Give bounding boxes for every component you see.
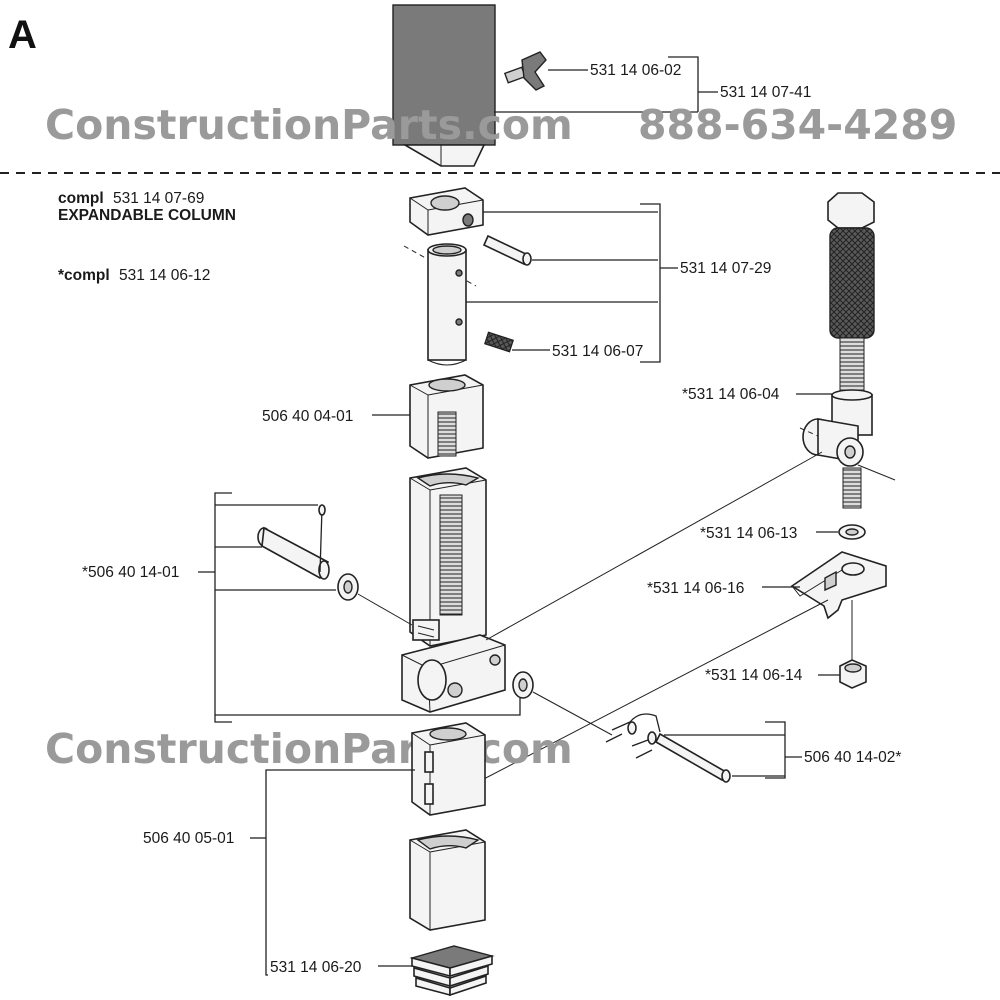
section-letter: A <box>8 13 37 57</box>
compl-number-1: 531 14 07-69 <box>113 190 204 207</box>
wing-knob-part <box>503 51 547 91</box>
assembly-title-1: compl 531 14 07-69 <box>58 190 204 207</box>
washer-small-part <box>838 524 866 540</box>
leaders-top <box>494 56 718 113</box>
washer-left-part <box>337 573 359 601</box>
pin-part <box>482 234 532 266</box>
label-531-14-06-13: *531 14 06-13 <box>700 525 797 542</box>
lower-sleeve-part <box>411 722 486 816</box>
clevis-pin-part <box>257 526 330 580</box>
long-pin-part <box>654 732 731 783</box>
hex-nut-part <box>839 659 867 689</box>
fork-bracket-part <box>790 551 887 620</box>
collar-block-part <box>409 187 484 236</box>
label-506-40-05-01: 506 40 05-01 <box>143 830 234 847</box>
assembly-name-expandable-column: EXPANDABLE COLUMN <box>58 207 236 224</box>
label-531-14-06-07: 531 14 06-07 <box>552 343 643 360</box>
label-531-14-06-04: *531 14 06-04 <box>682 386 780 403</box>
compl-prefix-2: *compl <box>58 267 110 284</box>
leaders-506-40-05-01 <box>250 769 415 976</box>
leaders-531-14-07-29 <box>466 203 678 363</box>
label-506-40-14-01: *506 40 14-01 <box>82 564 179 581</box>
spring-part <box>484 331 514 353</box>
label-531-14-06-16: *531 14 06-16 <box>647 580 744 597</box>
end-cap-part <box>409 945 495 997</box>
compl-prefix-1: compl <box>58 190 104 207</box>
watermark-site-top: ConstructionParts.com <box>45 101 573 149</box>
spring-clip-part <box>605 713 661 759</box>
label-531-14-07-41: 531 14 07-41 <box>720 84 811 101</box>
top-column-tube <box>392 4 496 167</box>
leaders-506-40-14-02 <box>664 721 802 779</box>
label-506-40-04-01: 506 40 04-01 <box>262 408 353 425</box>
assembly-title-2: *compl 531 14 06-12 <box>58 267 210 284</box>
screw-jack-part <box>802 192 875 509</box>
label-531-14-06-20: 531 14 06-20 <box>270 959 362 976</box>
washer-right-part <box>512 671 534 699</box>
compl-number-2: 531 14 06-12 <box>119 267 210 284</box>
main-column-body <box>401 467 506 713</box>
cotter-pin-part <box>318 504 326 573</box>
label-531-14-07-29: 531 14 07-29 <box>680 260 771 277</box>
threaded-nut-block-part <box>409 374 484 459</box>
label-531-14-06-14: *531 14 06-14 <box>705 667 803 684</box>
leaders-506-40-14-01 <box>198 492 521 723</box>
lower-tube-part <box>409 829 486 931</box>
label-506-40-14-02: 506 40 14-02* <box>804 749 901 766</box>
inner-tube-part <box>427 243 467 366</box>
watermark-site-bottom: ConstructionParts.com <box>45 725 573 773</box>
label-531-14-06-02: 531 14 06-02 <box>590 62 681 79</box>
watermark-phone: 888-634-4289 <box>638 101 957 149</box>
